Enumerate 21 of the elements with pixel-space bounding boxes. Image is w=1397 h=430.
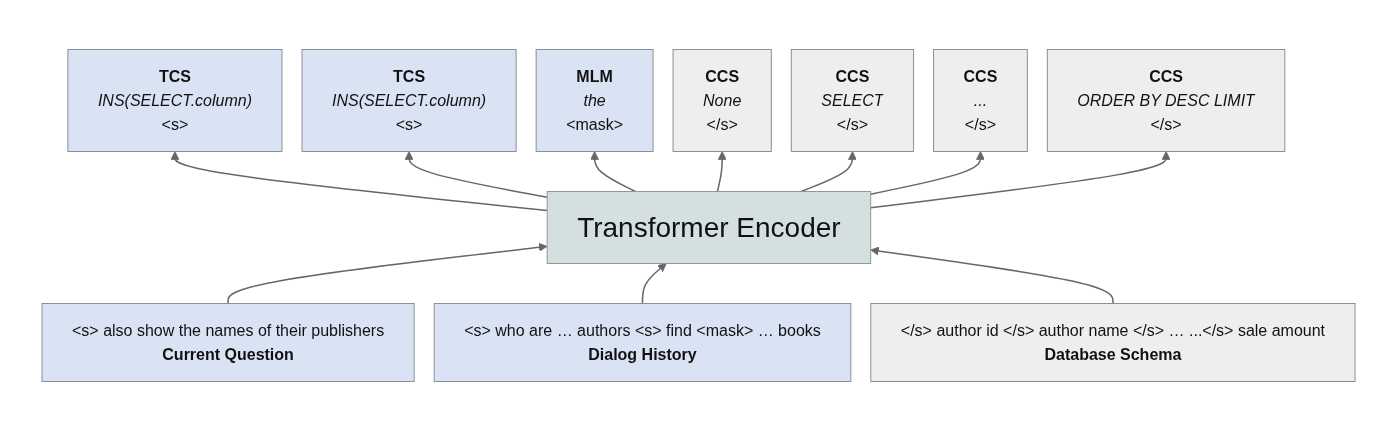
arrow bbox=[800, 150, 857, 192]
node-box: CCS SELECT </s> bbox=[790, 48, 914, 152]
node-box: <s> also show the names of their publishers Current Question bbox=[41, 302, 415, 382]
node-box: TCS INS(SELECT.column) <s> bbox=[67, 48, 283, 152]
arrow bbox=[404, 150, 548, 198]
node-box: TCS INS(SELECT.column) <s> bbox=[301, 48, 517, 152]
arrow bbox=[869, 150, 985, 195]
arrow bbox=[590, 150, 637, 192]
node-box: Transformer Encoder bbox=[546, 190, 872, 264]
arrow bbox=[227, 242, 548, 304]
node-box: MLM the <mask> bbox=[535, 48, 654, 152]
node-box: <s> who are … authors <s> find <mask> … books Dialog History bbox=[433, 302, 852, 382]
node-box: </s> author id </s> author name </s> … ...</s> sale amount Database Schema bbox=[870, 302, 1356, 382]
arrow bbox=[869, 150, 1171, 208]
arrow bbox=[716, 150, 727, 192]
arrow bbox=[870, 246, 1114, 304]
arrow bbox=[170, 150, 548, 211]
node-box: CCS None </s> bbox=[672, 48, 772, 152]
node-box: CCS ORDER BY DESC LIMIT </s> bbox=[1046, 48, 1286, 152]
arrow bbox=[641, 262, 667, 304]
node-box: CCS ... </s> bbox=[933, 48, 1028, 152]
